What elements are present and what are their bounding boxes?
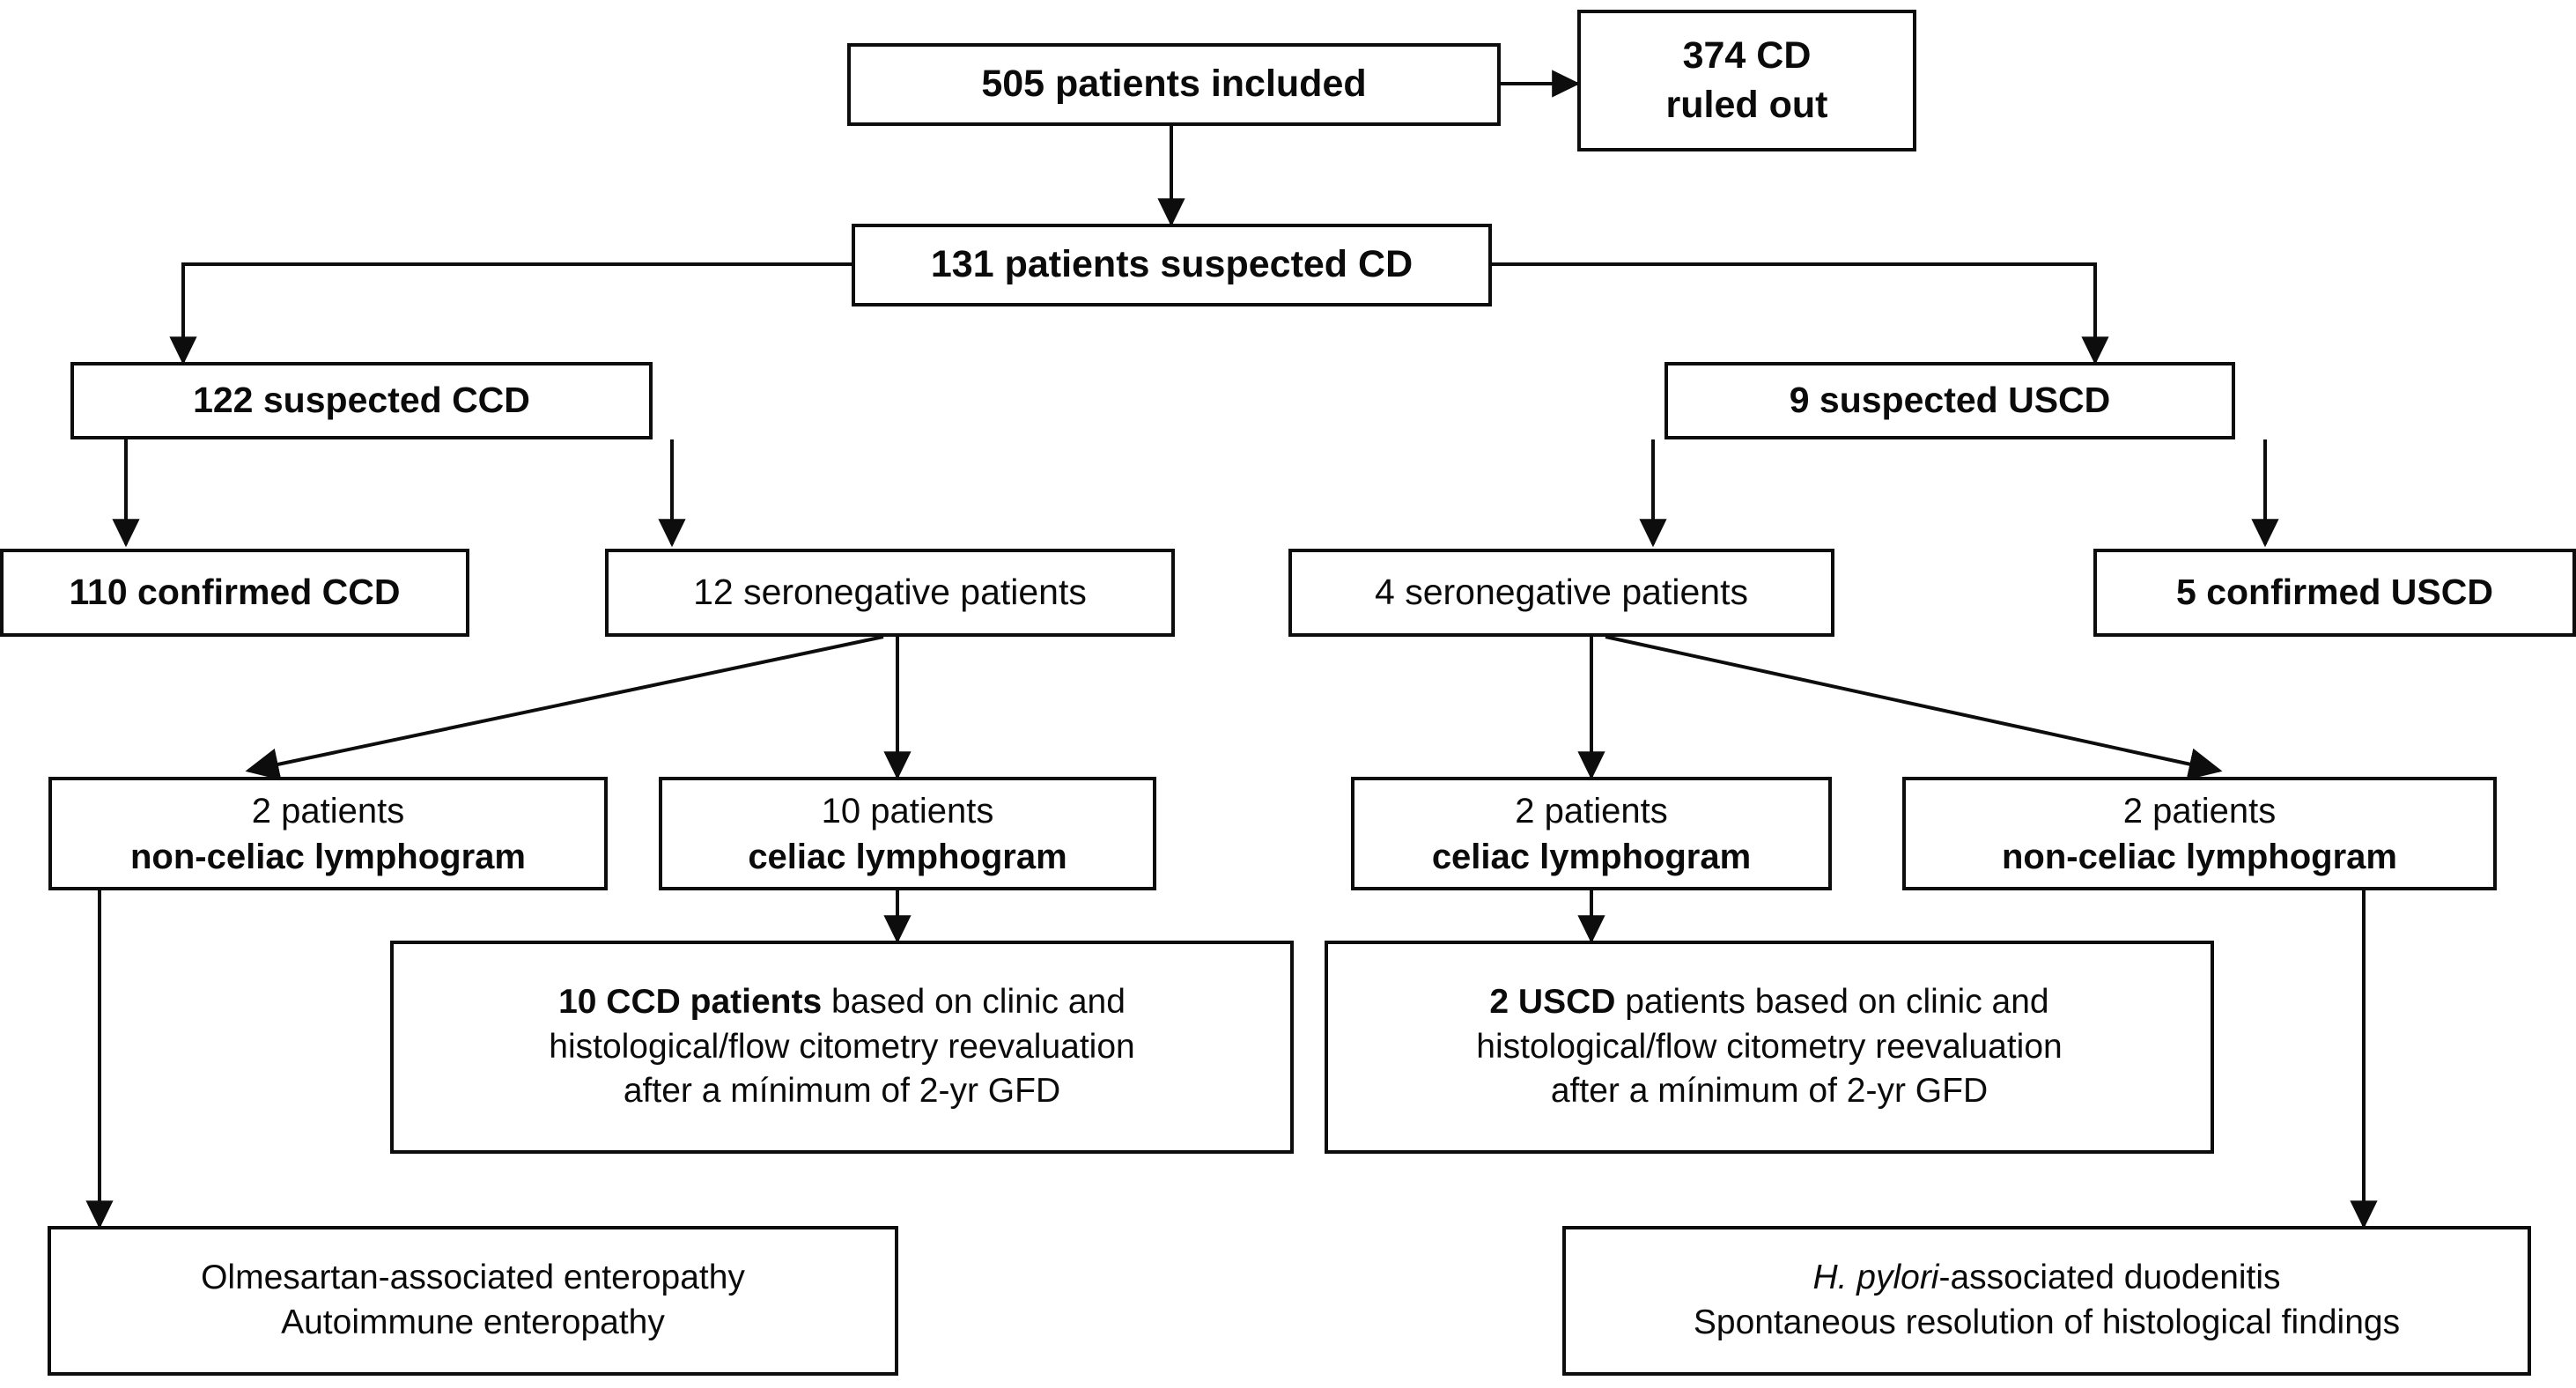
node-2-patients-celiac-lymphogram[interactable]: 2 patients celiac lymphogram: [1351, 777, 1832, 890]
node-122-suspected-ccd-line-1: 122 suspected CCD: [193, 380, 530, 421]
node-2-uscd-reeval-line-3: after a mínimum of 2-yr GFD: [1550, 1072, 1989, 1111]
node-h-pylori-duodenitis[interactable]: H. pylori-associated duodenitis Spontane…: [1562, 1226, 2531, 1376]
node-2-patients-non-celiac-lymphogram-right[interactable]: 2 patients non-celiac lymphogram: [1902, 777, 2497, 890]
edge-seroneg12-to-noncel2left: [245, 635, 884, 780]
node-4-seronegative-patients[interactable]: 4 seronegative patients: [1288, 549, 1834, 637]
node-duodenitis-rest: -associated duodenitis: [1938, 1259, 2281, 1297]
node-505-patients-included-line-1: 505 patients included: [981, 63, 1367, 106]
node-2-uscd-patients-reevaluation[interactable]: 2 USCD patients based on clinic and hist…: [1325, 941, 2214, 1154]
node-2-patients-celiac-line-1: 2 patients: [1515, 791, 1668, 831]
node-10-patients-celiac-line-2: celiac lymphogram: [748, 837, 1067, 876]
node-122-suspected-ccd[interactable]: 122 suspected CCD: [70, 362, 653, 439]
node-374-cd-ruled-out-line-2: ruled out: [1665, 83, 1828, 126]
node-12-seronegative-patients-line-1: 12 seronegative patients: [693, 572, 1087, 613]
node-duodenitis-italic-prefix: H. pylori: [1812, 1259, 1939, 1297]
node-505-patients-included[interactable]: 505 patients included: [847, 43, 1501, 126]
node-12-seronegative-patients[interactable]: 12 seronegative patients: [605, 549, 1175, 637]
node-olmesartan-autoimmune-enteropathy[interactable]: Olmesartan-associated enteropathy Autoim…: [48, 1226, 898, 1376]
node-10-ccd-reeval-bold-prefix: 10 CCD patients: [558, 982, 823, 1021]
node-2-uscd-reeval-line-2: histological/flow citometry reevaluation: [1476, 1027, 2063, 1066]
node-10-ccd-reeval-line-1: 10 CCD patients based on clinic and: [394, 980, 1290, 1025]
node-2-patients-celiac-line-2: celiac lymphogram: [1431, 837, 1752, 876]
node-enteropathy-line-2: Autoimmune enteropathy: [281, 1303, 665, 1341]
node-2-uscd-reeval-bold-prefix: 2 USCD: [1489, 982, 1616, 1021]
node-5-confirmed-uscd[interactable]: 5 confirmed USCD: [2093, 549, 2576, 637]
edge-seroneg4-to-noncel2right: [1605, 635, 2223, 780]
node-4-seronegative-patients-line-1: 4 seronegative patients: [1375, 572, 1748, 613]
node-9-suspected-uscd[interactable]: 9 suspected USCD: [1664, 362, 2235, 439]
edge-suspected-cd-to-suspected-ccd: [169, 262, 852, 365]
node-2-uscd-reeval-rest: patients based on clinic and: [1615, 982, 2049, 1021]
node-9-suspected-uscd-line-1: 9 suspected USCD: [1789, 380, 2111, 421]
node-2-patients-non-celiac-left-line-1: 2 patients: [251, 791, 405, 831]
node-duodenitis-line-1: H. pylori-associated duodenitis: [1566, 1256, 2528, 1301]
node-10-patients-celiac-lymphogram[interactable]: 10 patients celiac lymphogram: [659, 777, 1156, 890]
node-374-cd-ruled-out[interactable]: 374 CD ruled out: [1577, 10, 1916, 151]
node-2-patients-non-celiac-right-line-1: 2 patients: [2122, 791, 2277, 831]
node-374-cd-ruled-out-line-1: 374 CD: [1682, 33, 1812, 77]
node-110-confirmed-ccd[interactable]: 110 confirmed CCD: [0, 549, 469, 637]
node-131-patients-suspected-cd[interactable]: 131 patients suspected CD: [852, 224, 1492, 306]
node-2-patients-non-celiac-right-line-2: non-celiac lymphogram: [2002, 837, 2397, 876]
node-duodenitis-line-2: Spontaneous resolution of histological f…: [1693, 1303, 2401, 1341]
node-10-ccd-reeval-line-2: histological/flow citometry reevaluation: [549, 1027, 1135, 1066]
edge-suspected-cd-to-suspected-uscd: [1492, 262, 2109, 365]
node-2-uscd-reeval-line-1: 2 USCD patients based on clinic and: [1328, 980, 2211, 1025]
node-2-patients-non-celiac-left-line-2: non-celiac lymphogram: [130, 837, 526, 876]
node-10-ccd-reeval-line-3: after a mínimum of 2-yr GFD: [623, 1072, 1061, 1111]
node-131-patients-suspected-cd-line-1: 131 patients suspected CD: [930, 243, 1413, 286]
node-10-ccd-patients-reevaluation[interactable]: 10 CCD patients based on clinic and hist…: [390, 941, 1294, 1154]
node-5-confirmed-uscd-line-1: 5 confirmed USCD: [2176, 572, 2493, 613]
node-10-patients-celiac-line-1: 10 patients: [821, 791, 994, 831]
node-10-ccd-reeval-rest: based on clinic and: [822, 982, 1126, 1021]
node-enteropathy-line-1: Olmesartan-associated enteropathy: [201, 1259, 745, 1297]
node-110-confirmed-ccd-line-1: 110 confirmed CCD: [69, 572, 401, 613]
node-2-patients-non-celiac-lymphogram-left[interactable]: 2 patients non-celiac lymphogram: [48, 777, 608, 890]
